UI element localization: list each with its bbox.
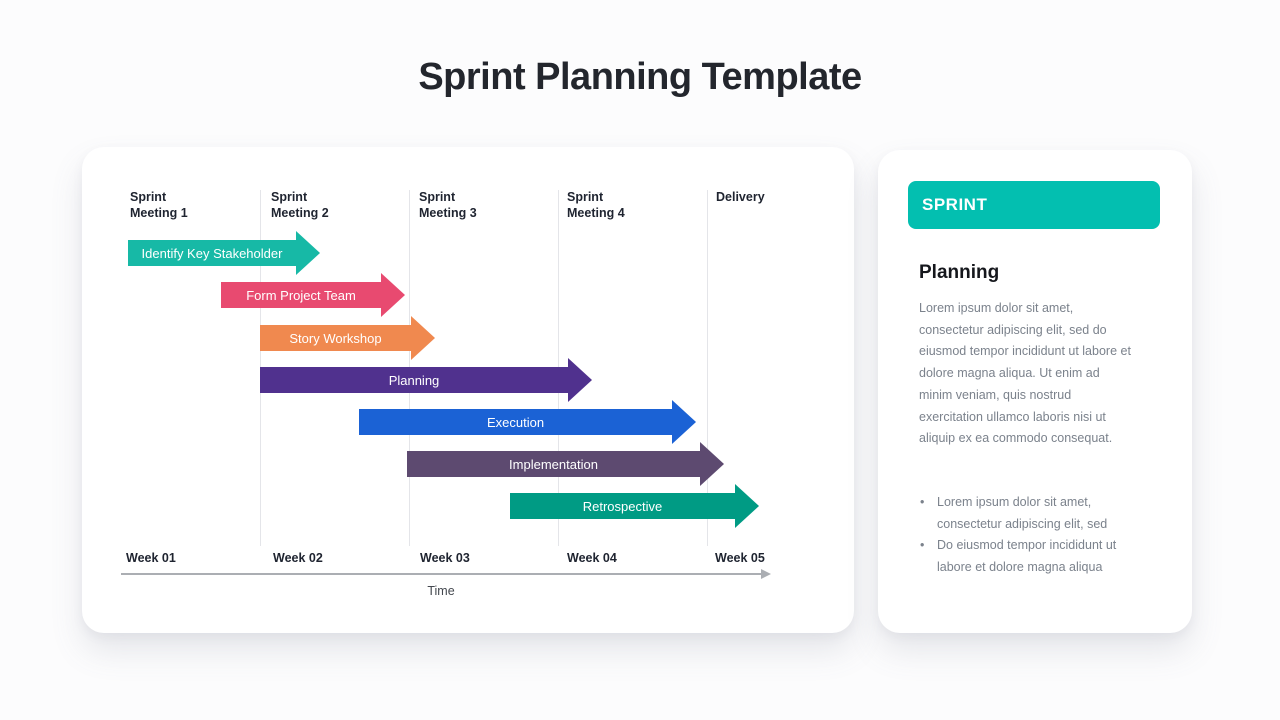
sprint-tag: SPRINT	[908, 181, 1160, 229]
milestone-sprint-meeting-3: Sprint Meeting 3	[419, 190, 477, 220]
task-label: Execution	[486, 414, 545, 430]
week-label-03: Week 03	[420, 551, 470, 565]
task-arrow-planning: Planning	[260, 358, 592, 402]
week-label-05: Week 05	[715, 551, 765, 565]
time-axis-arrow-icon	[761, 569, 771, 579]
milestone-delivery: Delivery	[716, 190, 765, 204]
panel-paragraph: Lorem ipsum dolor sit amet, consectetur …	[919, 301, 1131, 446]
task-arrow-form-project-team: Form Project Team	[221, 273, 405, 317]
panel-heading: Planning	[919, 262, 1000, 283]
task-arrow-story-workshop: Story Workshop	[260, 316, 435, 360]
arrow-head-icon	[568, 358, 592, 402]
task-label: Implementation	[509, 456, 598, 472]
task-label: Planning	[388, 372, 440, 388]
week-label-04: Week 04	[567, 551, 617, 565]
task-arrow-identify-key-stakeholder: Identify Key Stakeholder	[128, 231, 320, 275]
task-arrow-execution: Execution	[359, 400, 696, 444]
milestone-sprint-meeting-1: Sprint Meeting 1	[130, 190, 188, 220]
arrow-head-icon	[411, 316, 435, 360]
task-arrow-retrospective: Retrospective	[510, 484, 759, 528]
arrow-head-icon	[735, 484, 759, 528]
milestone-sprint-meeting-4: Sprint Meeting 4	[567, 190, 625, 220]
week-label-02: Week 02	[273, 551, 323, 565]
time-axis-line	[121, 573, 761, 575]
gantt-chart-card: Sprint Meeting 1 Sprint Meeting 2 Sprint…	[82, 147, 854, 633]
task-label: Story Workshop	[289, 330, 382, 346]
panel-bullet-list: Lorem ipsum dolor sit amet, consectetur …	[919, 492, 1144, 579]
bullet-item: Lorem ipsum dolor sit amet, consectetur …	[919, 492, 1144, 535]
task-label: Identify Key Stakeholder	[141, 245, 283, 261]
description-card: SPRINT Planning Lorem ipsum dolor sit am…	[878, 150, 1192, 633]
task-label: Form Project Team	[246, 287, 356, 303]
gridline-week5	[707, 190, 708, 546]
week-label-01: Week 01	[126, 551, 176, 565]
page-title: Sprint Planning Template	[418, 56, 862, 98]
task-arrow-implementation: Implementation	[407, 442, 724, 486]
bullet-item: Do eiusmod tempor incididunt ut labore e…	[919, 535, 1144, 578]
time-axis-title: Time	[427, 584, 455, 598]
arrow-head-icon	[672, 400, 696, 444]
arrow-head-icon	[381, 273, 405, 317]
task-label: Retrospective	[582, 498, 663, 514]
milestone-sprint-meeting-2: Sprint Meeting 2	[271, 190, 329, 220]
arrow-head-icon	[296, 231, 320, 275]
arrow-head-icon	[700, 442, 724, 486]
